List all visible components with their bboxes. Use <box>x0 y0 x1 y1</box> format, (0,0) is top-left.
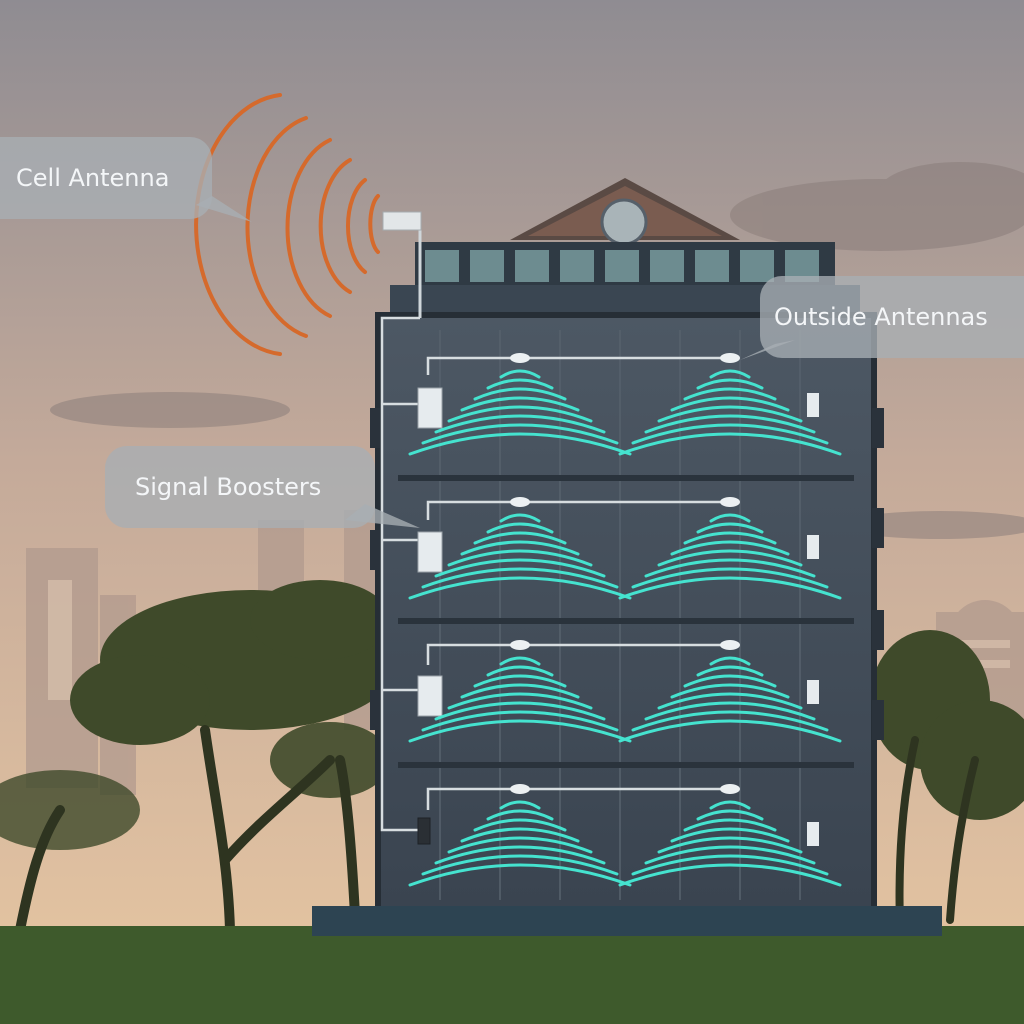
cell-antenna-label: Cell Antenna <box>16 164 170 192</box>
indoor-antenna-left <box>408 353 632 456</box>
indoor-antenna-left <box>408 784 632 887</box>
floor-3 <box>408 497 842 600</box>
indoor-antenna-left <box>408 640 632 743</box>
ground <box>0 926 1024 1024</box>
floor-4 <box>408 353 842 456</box>
callout-signal-boosters: Signal Boosters <box>105 446 375 528</box>
outside-antennas-label: Outside Antennas <box>774 303 988 331</box>
signal-boosters-label: Signal Boosters <box>135 473 322 501</box>
floor-1 <box>408 784 842 887</box>
clouds <box>50 162 1024 539</box>
building-base <box>312 906 942 936</box>
indoor-antenna-right <box>618 497 842 600</box>
booster-unit[interactable] <box>417 387 443 429</box>
callout-outside-antennas: Outside Antennas <box>760 276 1024 358</box>
wall-outlet <box>807 535 819 559</box>
tree-trunks-left <box>15 725 360 935</box>
trees-right <box>870 630 1024 820</box>
rooftop-cell-antenna[interactable] <box>382 211 422 318</box>
booster-unit[interactable] <box>417 531 443 573</box>
wall-outlet <box>807 822 819 846</box>
roof-round-window <box>600 198 648 246</box>
indoor-antenna-right <box>618 784 842 887</box>
trees-left <box>0 580 400 850</box>
wall-outlet <box>807 680 819 704</box>
booster-unit[interactable] <box>417 817 431 845</box>
tree-trunks-right <box>895 736 979 934</box>
indoor-antenna-right <box>618 640 842 743</box>
indoor-antenna-left <box>408 497 632 600</box>
rooftop-windows <box>425 250 819 282</box>
floor-slabs <box>398 475 854 768</box>
cables <box>380 316 728 832</box>
floor-2 <box>408 640 842 743</box>
wall-outlet <box>807 393 819 417</box>
indoor-antenna-right <box>618 353 842 456</box>
building-facade <box>375 312 877 913</box>
outside-signal-waves <box>194 93 380 356</box>
callout-cell-antenna: Cell Antenna <box>0 137 212 219</box>
booster-unit[interactable] <box>417 675 443 717</box>
side-brackets <box>370 408 884 740</box>
